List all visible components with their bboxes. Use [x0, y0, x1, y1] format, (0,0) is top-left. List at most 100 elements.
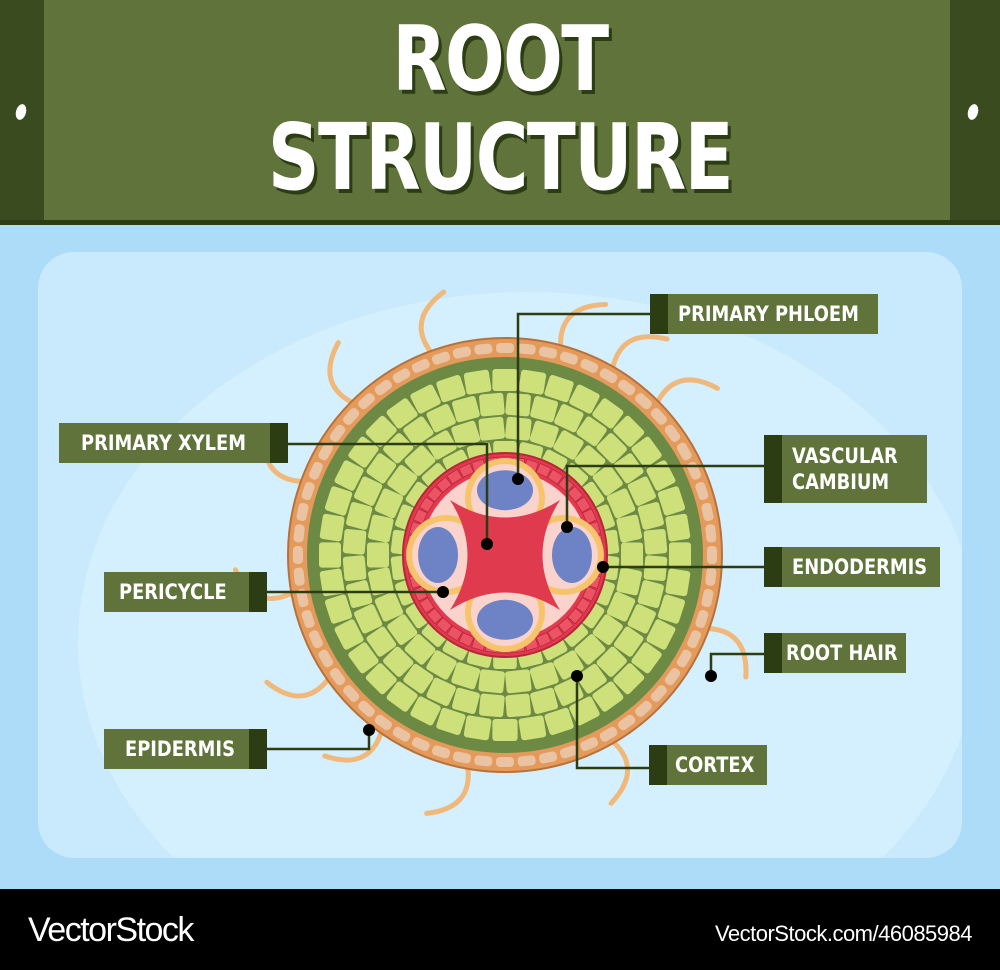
- root-hair-icon: [322, 728, 385, 763]
- cortex-cell: [342, 529, 367, 555]
- endodermis-cell: [546, 468, 564, 485]
- root-hair-icon: [654, 377, 720, 406]
- primary-xylem-core: [475, 525, 535, 585]
- cortex-cell: [621, 542, 643, 568]
- cortex-cell: [354, 604, 383, 634]
- label-pericycle: PERICYCLE: [104, 572, 267, 612]
- epidermis-cell: [374, 714, 392, 731]
- label-tab: [764, 435, 782, 503]
- cortex-cell: [365, 663, 397, 695]
- root-hair-icon: [327, 340, 356, 406]
- label-tab: [270, 423, 288, 463]
- cortex-cell: [569, 384, 600, 414]
- cortex-cell: [529, 662, 559, 690]
- label-tab: [249, 729, 267, 769]
- label-epidermis: EPIDERMIS: [104, 729, 267, 769]
- cortex-cell: [334, 460, 364, 491]
- cortex-cell: [452, 396, 480, 423]
- leader-cortex: [575, 676, 649, 770]
- epidermis-cell: [343, 408, 360, 425]
- epidermis-cell: [687, 630, 702, 649]
- cortex-cell: [436, 707, 466, 736]
- pointer-dot-icon: [571, 670, 583, 682]
- cortex-cell: [366, 626, 397, 657]
- epidermis-cell: [538, 346, 558, 359]
- cortex-cell: [530, 396, 558, 423]
- cortex-cell: [544, 707, 574, 736]
- epidermis-cell: [695, 481, 709, 501]
- root-hair-icon: [424, 764, 471, 816]
- epidermis-cell: [517, 755, 536, 767]
- label-endodermis: ENDODERMIS: [764, 547, 940, 587]
- pointer-dot-icon: [363, 724, 375, 736]
- cortex-cell: [410, 696, 441, 726]
- cortex-cell: [387, 614, 418, 645]
- cortex-cell: [576, 663, 607, 694]
- endodermis-cell: [575, 596, 592, 614]
- cortex-cell: [374, 488, 404, 519]
- cortex-cell: [386, 398, 418, 429]
- leader-primary-xylem: [288, 442, 489, 544]
- cortex-cell: [616, 514, 643, 543]
- endodermis-cell: [535, 462, 552, 478]
- endodermis-cell: [582, 508, 598, 525]
- title-line-1: ROOT: [392, 7, 609, 112]
- cortex-cell: [479, 392, 505, 417]
- endodermis-cell: [458, 462, 475, 478]
- cortex-cell: [342, 555, 367, 581]
- cortex-cell: [463, 715, 492, 741]
- cortex-cell: [574, 634, 606, 665]
- epidermis-cell: [635, 700, 652, 717]
- cortex-cell: [657, 486, 686, 516]
- cortex-cell: [479, 693, 505, 718]
- cortex-cell: [637, 580, 664, 608]
- epidermis-cell: [318, 649, 334, 668]
- endodermis-cell: [567, 607, 584, 625]
- pointer-dot-icon: [512, 473, 524, 485]
- label-primary-xylem: PRIMARY XYLEM: [59, 423, 288, 463]
- epidermis-cell: [329, 668, 346, 686]
- leader-epidermis: [267, 730, 371, 751]
- cortex-cell: [451, 420, 481, 448]
- epidermis-cell: [308, 461, 323, 480]
- cortex-cell: [426, 650, 457, 680]
- epidermis-cell: [705, 524, 717, 543]
- epidermis-cell: [538, 751, 558, 764]
- epidermis-cell: [301, 609, 315, 629]
- endodermis-cell: [575, 496, 592, 514]
- cortex-cell: [374, 591, 404, 622]
- cortex-cell: [606, 488, 636, 519]
- cortex-cell: [367, 542, 389, 568]
- epidermis-cell: [496, 757, 514, 767]
- epidermis-cell: [374, 379, 392, 396]
- cortex-cell: [646, 460, 676, 491]
- cortex-cell: [410, 384, 441, 414]
- cortex-cell: [478, 669, 505, 694]
- cortex-cell: [627, 476, 656, 506]
- cortex-cell: [366, 453, 397, 484]
- cortex-cell: [553, 430, 584, 460]
- cortex-cell: [613, 626, 644, 657]
- epidermis-cell: [496, 343, 514, 353]
- endodermis-cell: [412, 508, 428, 525]
- leader-root-hair: [709, 652, 764, 676]
- primary-phloem-patch: [418, 527, 459, 583]
- label-cortex: CORTEX: [649, 745, 767, 785]
- epidermis-cell: [431, 745, 451, 759]
- epidermis-cell: [358, 700, 375, 717]
- label-tab: [649, 745, 667, 785]
- cortex-cell: [631, 642, 662, 674]
- endodermis-cell: [418, 496, 435, 514]
- cortex-cell: [334, 619, 364, 650]
- pointer-dot-icon: [561, 521, 573, 533]
- footer-brand: VectorStock: [28, 911, 194, 949]
- epidermis-cell: [599, 368, 618, 384]
- cortex-cell: [319, 568, 345, 597]
- leader-primary-phloem: [516, 312, 650, 479]
- cortex-cell: [669, 542, 691, 568]
- epidermis-cell: [701, 588, 714, 608]
- cortex-cell: [451, 662, 481, 690]
- epidermis-cell: [474, 755, 493, 767]
- label-primary-phloem: PRIMARY PHLOEM: [650, 294, 878, 334]
